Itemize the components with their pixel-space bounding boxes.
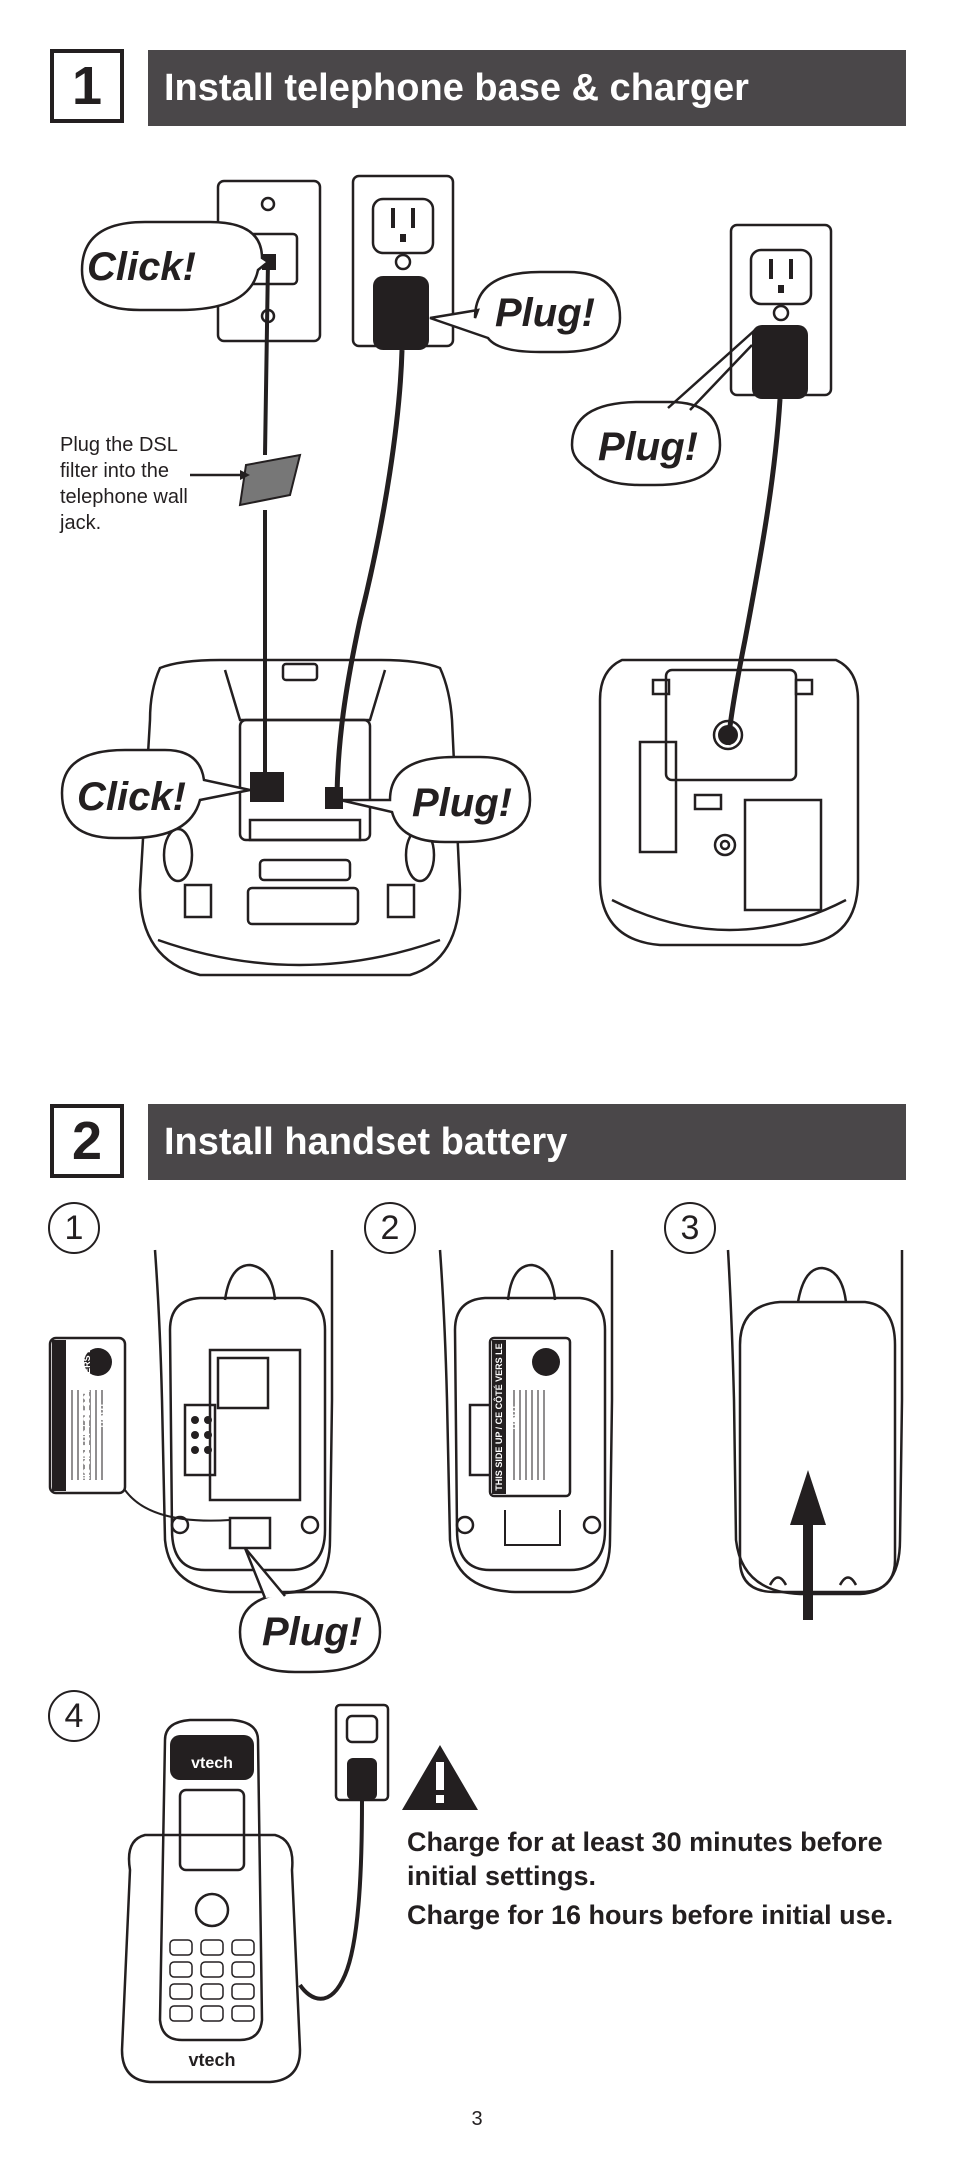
telephone-jack-on-base bbox=[250, 772, 284, 802]
page-number: 3 bbox=[471, 2108, 483, 2130]
telephone-base-back bbox=[598, 658, 860, 947]
dsl-filter bbox=[238, 453, 302, 507]
handset-back-open-2 bbox=[438, 1249, 614, 1594]
substep-4: 4 bbox=[48, 1690, 100, 1742]
callout-bubble-plug-right bbox=[570, 400, 722, 487]
telephone-line-cord bbox=[263, 261, 270, 790]
power-cord-left bbox=[334, 349, 405, 796]
callout-bubble-plug-top bbox=[429, 270, 622, 354]
battery-pack-1 bbox=[48, 1336, 127, 1495]
base-brand-logo: vtech bbox=[188, 2050, 235, 2070]
callout-click-top: Click! bbox=[87, 245, 196, 289]
charge-note-1: Charge for at least 30 minutes before in… bbox=[407, 1827, 883, 1891]
dsl-filter-note: Plug the DSL filter into the telephone w… bbox=[60, 434, 188, 534]
callout-plug-right: Plug! bbox=[598, 425, 698, 469]
handset-in-charger-4 bbox=[120, 1718, 302, 2084]
callout-plug-top: Plug! bbox=[495, 291, 595, 335]
power-adapter-right bbox=[752, 325, 808, 399]
callout-bubble-click-base bbox=[60, 748, 251, 840]
base-charger-illustration: Click! Plug! Plug! Click! Plug! bbox=[60, 174, 860, 977]
section-1-title: Install telephone base & charger bbox=[148, 50, 906, 126]
battery-installed-2 bbox=[488, 1336, 572, 1498]
power-cord-right bbox=[725, 398, 783, 746]
callout-plug-battery: Plug! bbox=[262, 1610, 362, 1654]
substep-1: 1 bbox=[48, 1202, 100, 1254]
slide-up-arrow bbox=[790, 1470, 826, 1525]
handset-brand-logo: vtech bbox=[191, 1755, 233, 1772]
section-1-number: 1 bbox=[50, 49, 124, 123]
charge-note-2: Charge for 16 hours before initial use. bbox=[407, 1900, 894, 1930]
charger-power-cord bbox=[298, 1799, 364, 2001]
callout-bubble-click-top bbox=[80, 220, 271, 312]
callout-click-base: Click! bbox=[77, 775, 186, 819]
section-2-title: Install handset battery bbox=[148, 1104, 906, 1180]
substep-2: 2 bbox=[364, 1202, 416, 1254]
handset-back-open-1 bbox=[153, 1249, 334, 1594]
callout-bubble-plug-base bbox=[339, 755, 532, 844]
power-adapter-left bbox=[373, 276, 429, 350]
callout-plug-base: Plug! bbox=[412, 781, 512, 825]
section-2-number: 2 bbox=[50, 1104, 124, 1178]
power-adapter-step-4 bbox=[347, 1758, 377, 1800]
handset-cover-closed-3 bbox=[726, 1249, 904, 1596]
substep-3: 3 bbox=[664, 1202, 716, 1254]
power-jack-on-base bbox=[325, 787, 343, 809]
